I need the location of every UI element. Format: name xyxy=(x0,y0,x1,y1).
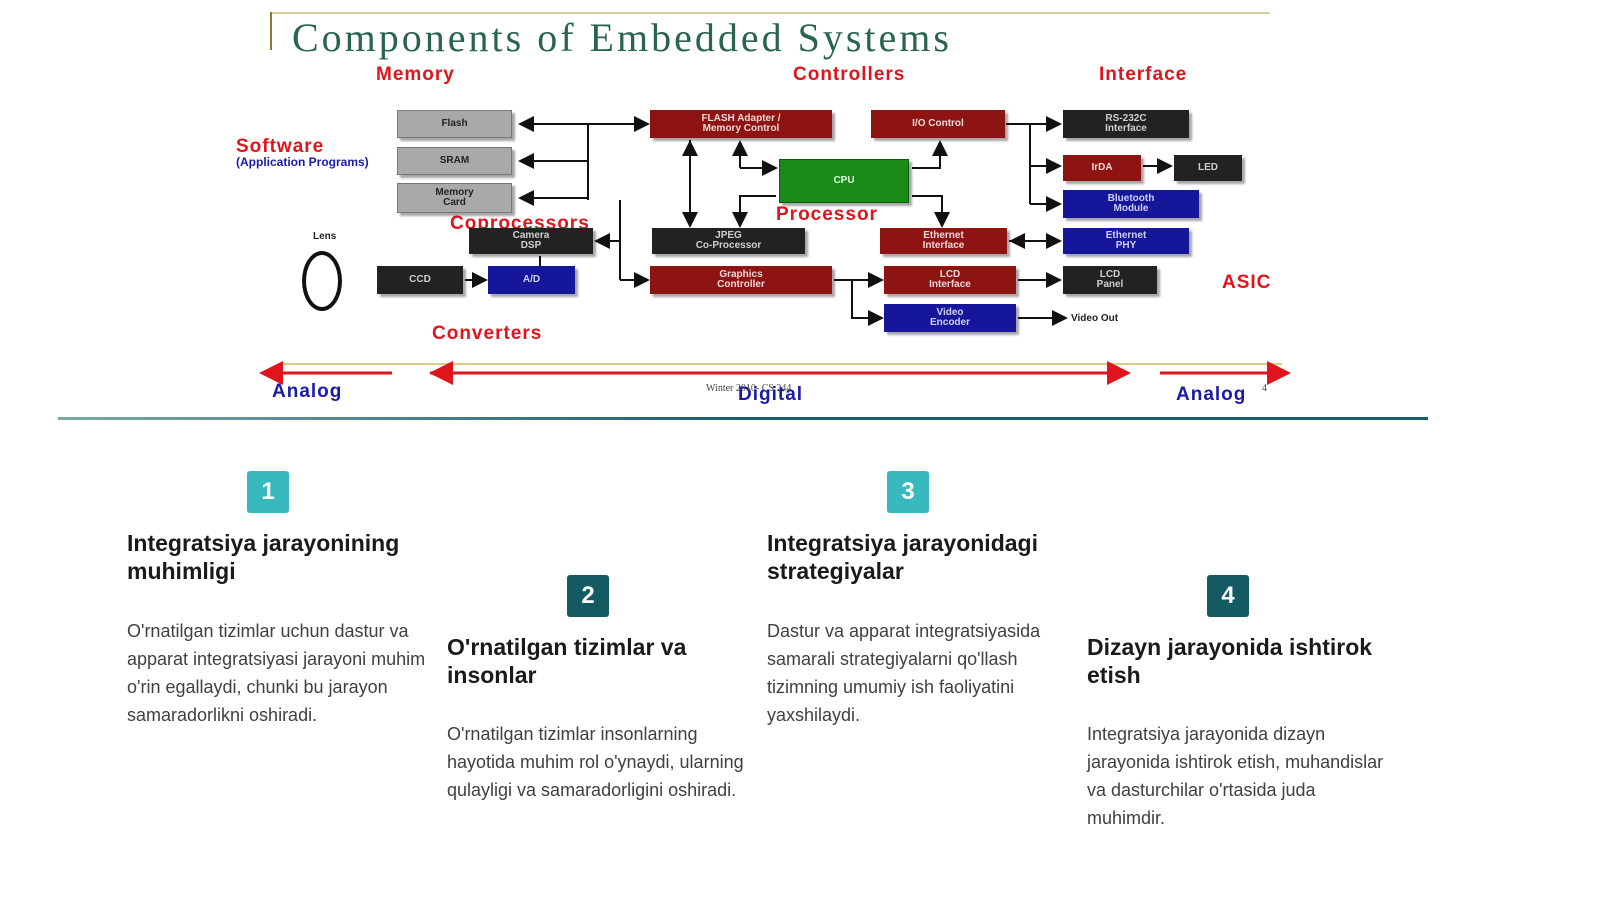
card-title: O'rnatilgan tizimlar va insonlar xyxy=(447,634,687,688)
block-memory-card: Memory Card xyxy=(397,183,512,213)
block-ccd: CCD xyxy=(377,266,463,294)
label-controllers: Controllers xyxy=(793,64,906,85)
label-memory: Memory xyxy=(376,64,455,85)
page-number: 4 xyxy=(1262,383,1267,394)
label-asic: ASIC xyxy=(1222,272,1272,293)
block-lcd-panel: LCD Panel xyxy=(1063,266,1157,294)
label-software: Software xyxy=(236,136,325,157)
lens-icon xyxy=(302,251,342,311)
block-irda: IrDA xyxy=(1063,155,1141,181)
block-bluetooth: Bluetooth Module xyxy=(1063,190,1199,218)
block-cpu: CPU xyxy=(779,159,909,203)
block-led: LED xyxy=(1174,155,1242,181)
label-video-out: Video Out xyxy=(1071,313,1119,324)
card-body: O'rnatilgan tizimlar uchun dastur va app… xyxy=(127,621,426,725)
diagram-title: Components of Embedded Systems xyxy=(292,15,952,60)
card-number-badge: 2 xyxy=(567,575,609,617)
block-ethernet-interface: Ethernet Interface xyxy=(880,228,1007,254)
card-body: Integratsiya jarayonida dizayn jarayonid… xyxy=(1087,724,1384,828)
label-digital: Digital xyxy=(738,384,804,405)
block-jpeg: JPEG Co-Processor xyxy=(652,228,805,254)
label-processor: Processor xyxy=(776,204,878,225)
card-body: O'rnatilgan tizimlar insonlarning hayoti… xyxy=(447,724,744,800)
watermark: Winter 2010- CS 244 xyxy=(706,383,792,394)
block-ad: A/D xyxy=(488,266,575,294)
card-title: Integratsiya jarayonidagi strategiyalar xyxy=(767,530,1038,584)
diagram-connectors xyxy=(259,116,1291,385)
block-flash-adapter: FLASH Adapter / Memory Control xyxy=(650,110,832,138)
block-io-control: I/O Control xyxy=(871,110,1005,138)
section-divider xyxy=(58,417,1428,420)
block-flash: Flash xyxy=(397,110,512,138)
block-ethernet-phy: Ethernet PHY xyxy=(1063,228,1189,254)
card-number-badge: 1 xyxy=(247,471,289,513)
label-analog-left: Analog xyxy=(272,381,343,402)
block-sram: SRAM xyxy=(397,147,512,175)
card-number-badge: 4 xyxy=(1207,575,1249,617)
block-lcd-interface: LCD Interface xyxy=(884,266,1016,294)
card-body: Dastur va apparat integratsiyasida samar… xyxy=(767,621,1041,725)
label-analog-right: Analog xyxy=(1176,384,1247,405)
block-video-encoder: Video Encoder xyxy=(884,304,1016,332)
block-rs232c: RS-232C Interface xyxy=(1063,110,1189,138)
title-frame-line xyxy=(270,12,272,50)
block-graphics-controller: Graphics Controller xyxy=(650,266,832,294)
title-frame-line xyxy=(270,12,1270,14)
card-title: Integratsiya jarayonining muhimligi xyxy=(127,530,400,584)
label-converters: Converters xyxy=(432,323,543,344)
block-camera-dsp: Camera DSP xyxy=(469,228,593,254)
card-title: Dizayn jarayonida ishtirok etish xyxy=(1087,634,1373,688)
label-interface: Interface xyxy=(1099,64,1188,85)
label-lens: Lens xyxy=(313,231,337,242)
card-number-badge: 3 xyxy=(887,471,929,513)
label-software-sub: (Application Programs) xyxy=(236,155,369,169)
